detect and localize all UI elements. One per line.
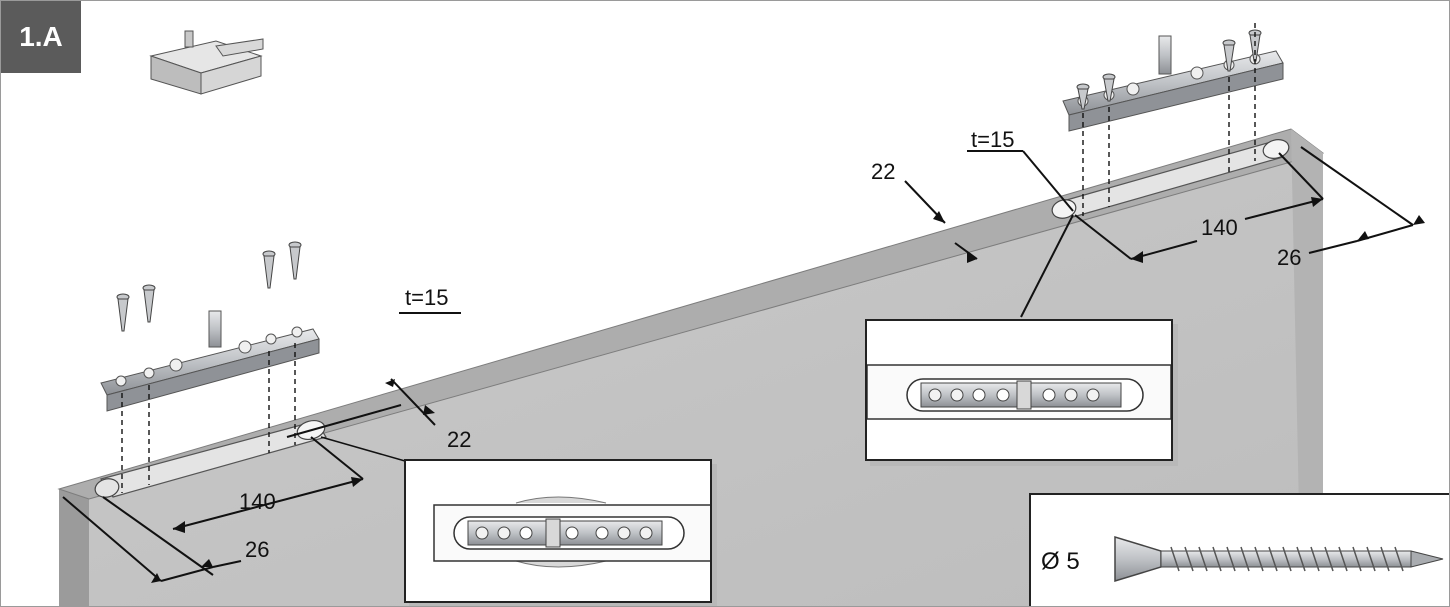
arrows-right xyxy=(933,197,1425,263)
inset-detail-left xyxy=(404,459,725,603)
inset-left-drawing xyxy=(433,496,725,568)
step-badge: 1.A xyxy=(1,1,81,73)
right-length-label: 140 xyxy=(1201,215,1238,240)
door-panel xyxy=(57,128,1325,606)
left-width-label: 22 xyxy=(447,427,471,452)
pivot-plate-icon-left xyxy=(100,310,320,412)
clip-bracket-icon xyxy=(149,30,264,95)
arrows-left xyxy=(151,379,435,583)
right-depth-label: t=15 xyxy=(971,127,1014,152)
inset-right-drawing xyxy=(866,364,1172,420)
dimensions-right xyxy=(904,146,1414,318)
screw-diameter-label: Ø 5 xyxy=(1041,548,1080,575)
inset-detail-right xyxy=(865,319,1173,461)
right-width-label: 22 xyxy=(871,159,895,184)
inset-connector-left xyxy=(320,436,406,462)
pivot-plate-icon-right xyxy=(1062,35,1284,132)
left-length-label: 140 xyxy=(239,489,276,514)
left-depth-label: t=15 xyxy=(405,285,448,310)
left-offset-label: 26 xyxy=(245,537,269,562)
dimensions-left xyxy=(62,312,461,582)
wood-screw-icon: Ø 5 xyxy=(1041,535,1444,583)
right-offset-label: 26 xyxy=(1277,245,1301,270)
guide-lines-left xyxy=(121,343,296,493)
screws-left xyxy=(116,241,302,332)
guide-lines-right xyxy=(1082,23,1256,216)
screw-detail: Ø 5 xyxy=(1029,493,1449,606)
step-badge-label: 1.A xyxy=(19,21,63,52)
